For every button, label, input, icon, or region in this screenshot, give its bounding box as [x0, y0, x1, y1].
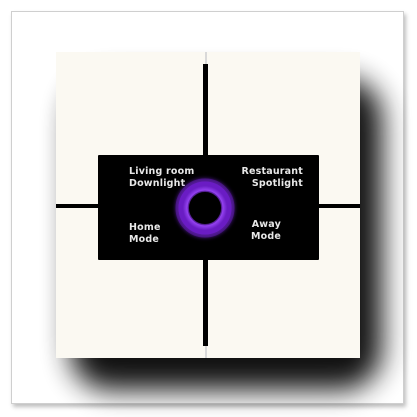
- label-line: Downlight: [129, 178, 186, 189]
- label-line: Away: [251, 219, 281, 230]
- label-line: Mode: [250, 231, 281, 242]
- button-divider-vertical-bottom: [203, 206, 208, 346]
- glow-ring-icon: [171, 174, 239, 242]
- label-line: Mode: [129, 234, 160, 245]
- divider-highlight-top: [205, 52, 207, 64]
- label-living-room-downlight: Living room Downlight: [129, 166, 194, 190]
- divider-highlight-bottom: [205, 346, 207, 358]
- label-restaurant-spotlight: Restaurant Spotlight: [241, 166, 303, 190]
- label-line: Living room: [129, 166, 195, 177]
- label-line: Spotlight: [251, 178, 303, 189]
- label-away-mode: Away Mode: [251, 219, 281, 243]
- label-line: Restaurant: [241, 166, 303, 177]
- label-home-mode: Home Mode: [129, 222, 161, 246]
- button-divider-vertical-top: [203, 64, 208, 206]
- label-line: Home: [129, 222, 161, 233]
- center-display: Living room Downlight Restaurant Spotlig…: [98, 155, 319, 260]
